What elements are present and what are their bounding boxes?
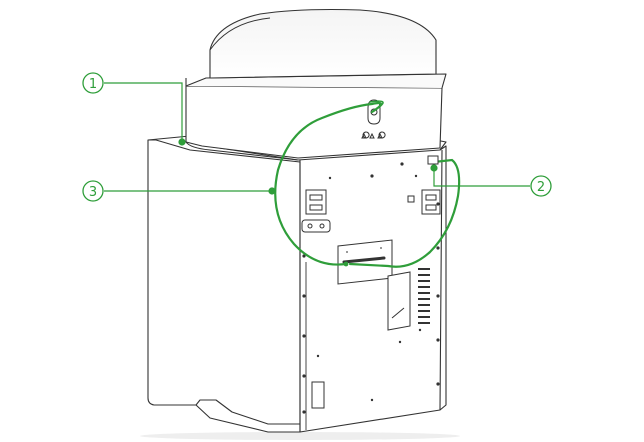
- callout-3-number: 3: [89, 185, 97, 200]
- vent-grille: [418, 268, 430, 324]
- callout-2-dot: [430, 164, 438, 172]
- floor-shadow: [140, 432, 460, 440]
- callout-2-number: 2: [537, 180, 545, 195]
- callout-1: 1: [82, 72, 104, 94]
- callout-1-number: 1: [89, 77, 97, 92]
- dryer-box: [185, 73, 447, 161]
- cabinet-body: [147, 135, 447, 433]
- callout-3: 3: [82, 180, 104, 202]
- callout-3-circle: [82, 180, 104, 202]
- lid: [209, 8, 437, 79]
- screws: [302, 162, 440, 414]
- lower-panel: [311, 381, 325, 409]
- callout-2-circle: [530, 175, 552, 197]
- dryer-port: [361, 99, 386, 139]
- callout-3-dot: [268, 187, 276, 195]
- ptfe-tube: [274, 100, 461, 268]
- callout-1-circle: [82, 72, 104, 94]
- callout-1-dot: [178, 138, 186, 146]
- callout-2: 2: [530, 175, 552, 197]
- rear-brackets: [301, 189, 441, 331]
- callout-leaders: [104, 82, 530, 195]
